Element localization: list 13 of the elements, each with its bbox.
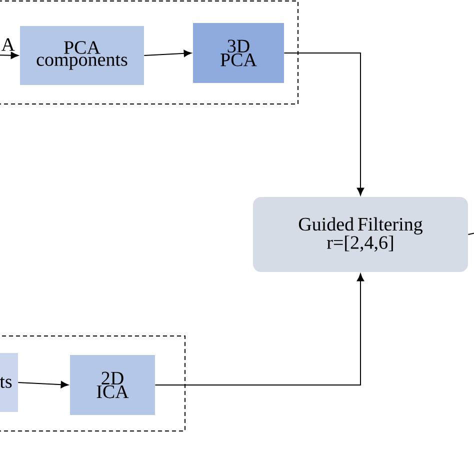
arrow (18, 381, 69, 388)
process-box: PCA components (20, 26, 144, 85)
arrow (154, 273, 364, 386)
arrow (144, 50, 192, 57)
arrow (0, 52, 19, 59)
edge-label: A (0, 37, 16, 52)
arrow (284, 52, 364, 196)
dashed-group-box (0, 0, 298, 104)
process-box: ts (0, 353, 18, 412)
dashed-group-box (0, 336, 186, 432)
process-box: 3D PCA (193, 23, 284, 83)
rounded-box: Guided Filtering r=[2,4,6] (253, 197, 468, 272)
process-box: 2D ICA (70, 355, 155, 415)
